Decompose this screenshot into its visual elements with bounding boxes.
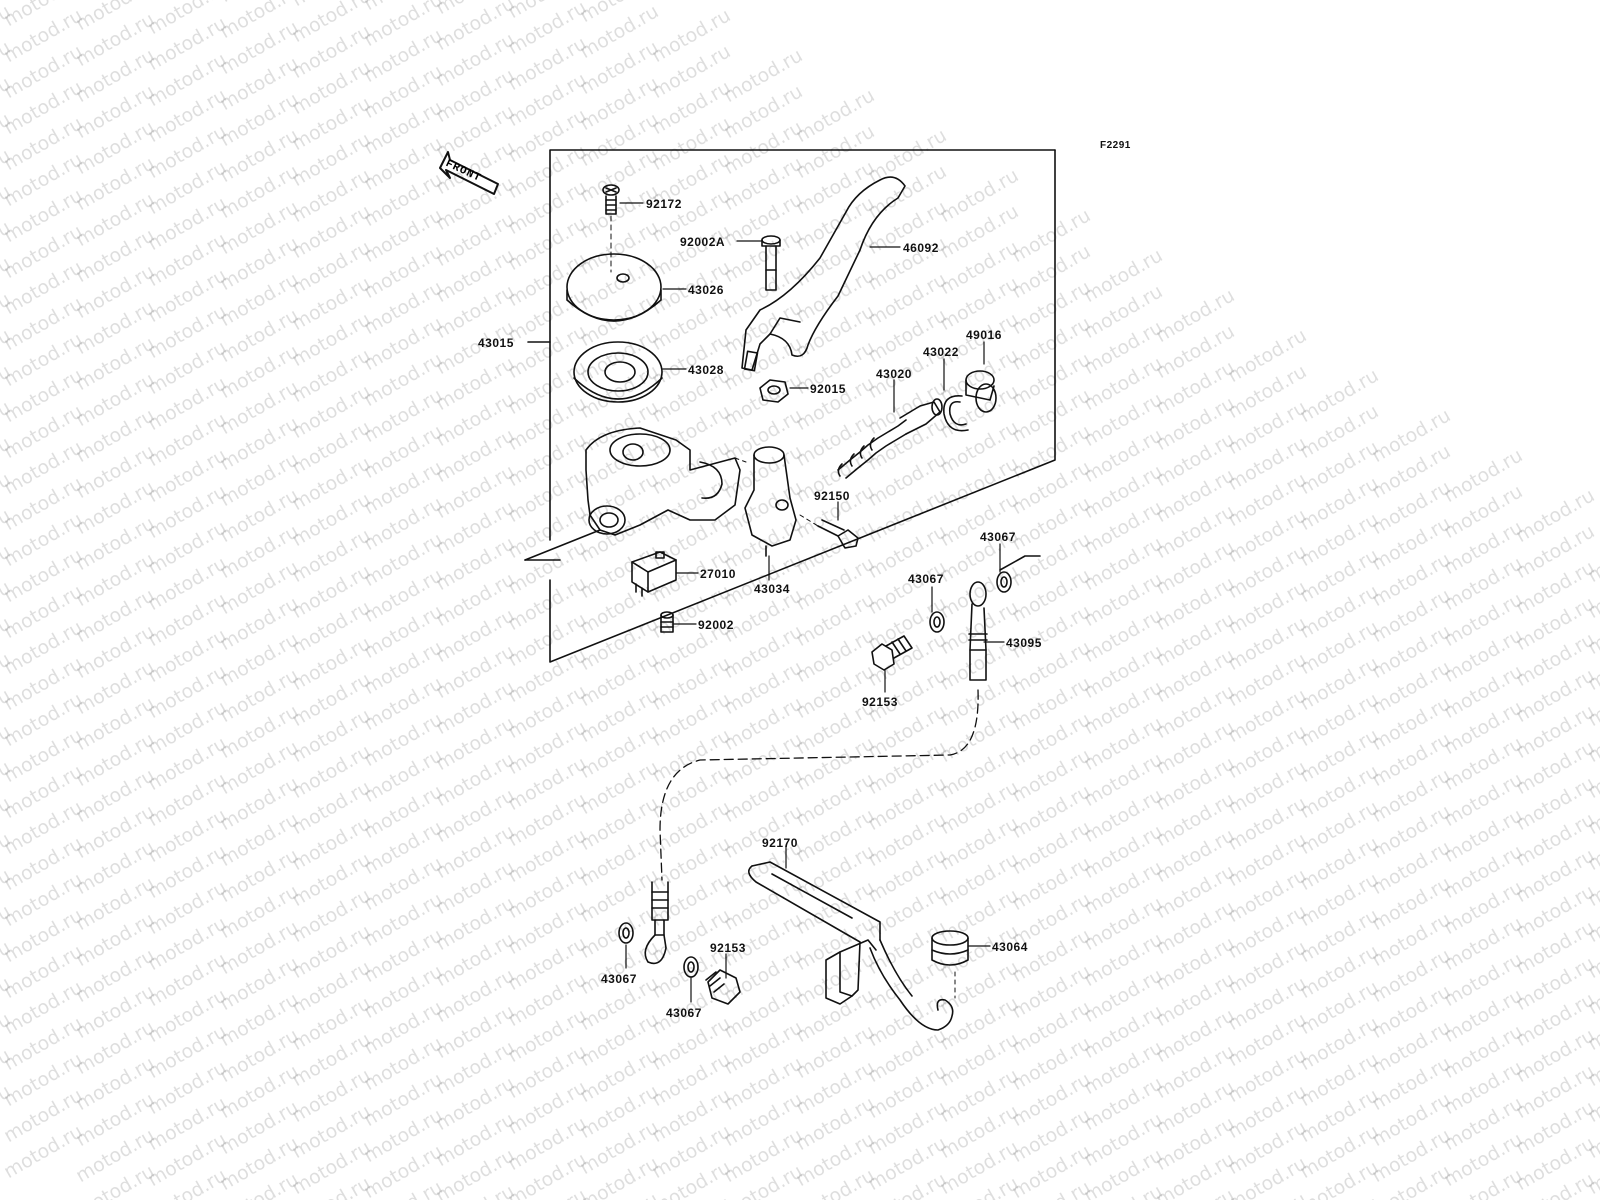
part-number-92172[interactable]: 92172 <box>646 197 682 211</box>
grommet-43064 <box>931 930 969 999</box>
part-number-27010[interactable]: 27010 <box>700 567 736 581</box>
nut-92015 <box>759 379 789 403</box>
master-cylinder-body <box>585 427 747 536</box>
washer-43067-bottom-left <box>618 922 634 944</box>
banjo-bottom <box>644 881 669 965</box>
banjo-bolt-92153-top <box>871 635 913 671</box>
bolt-92150 <box>799 514 859 549</box>
part-number-43015[interactable]: 43015 <box>478 336 514 350</box>
dust-boot-49016 <box>965 370 997 413</box>
assembly-frame <box>524 149 1056 663</box>
front-arrow-icon <box>439 151 499 195</box>
part-number-43067-bottom-mid[interactable]: 43067 <box>666 1006 702 1020</box>
part-number-92150[interactable]: 92150 <box>814 489 850 503</box>
part-number-92002A[interactable]: 92002A <box>680 235 726 249</box>
circlip-43022 <box>943 395 969 432</box>
part-number-43064[interactable]: 43064 <box>992 940 1028 954</box>
part-number-43067-mid[interactable]: 43067 <box>908 572 944 586</box>
washer-43067-top <box>996 555 1041 593</box>
part-number-43034[interactable]: 43034 <box>754 582 790 596</box>
diaphragm-43028 <box>573 341 663 403</box>
part-number-43067-bottom-left[interactable]: 43067 <box>601 972 637 986</box>
banjo-bolt-92153-bottom <box>705 969 741 1005</box>
hose-bracket-92170 <box>748 861 954 1031</box>
washer-43067-mid <box>929 611 945 633</box>
clamp-43034 <box>744 446 797 557</box>
screw-92172 <box>602 184 620 273</box>
washer-43067-bottom-mid <box>683 956 699 978</box>
part-number-43095[interactable]: 43095 <box>1006 636 1042 650</box>
leader-lines <box>619 202 1005 1003</box>
brake-switch-27010 <box>631 551 677 597</box>
pivot-bolt-92002A <box>761 235 781 291</box>
part-number-43028[interactable]: 43028 <box>688 363 724 377</box>
reservoir-cap-43026 <box>566 253 662 322</box>
part-number-92015[interactable]: 92015 <box>810 382 846 396</box>
part-number-43067-top[interactable]: 43067 <box>980 530 1016 544</box>
banjo-43095-top <box>659 581 988 881</box>
part-number-49016[interactable]: 49016 <box>966 328 1002 342</box>
part-number-92153-top[interactable]: 92153 <box>862 695 898 709</box>
part-number-43022[interactable]: 43022 <box>923 345 959 359</box>
piston-assembly-43020 <box>837 398 943 479</box>
part-number-46092[interactable]: 46092 <box>903 241 939 255</box>
part-number-43020[interactable]: 43020 <box>876 367 912 381</box>
part-number-43026[interactable]: 43026 <box>688 283 724 297</box>
brake-lever-46092 <box>741 176 906 372</box>
part-number-92153-bottom[interactable]: 92153 <box>710 941 746 955</box>
part-number-92002[interactable]: 92002 <box>698 618 734 632</box>
part-number-92170[interactable]: 92170 <box>762 836 798 850</box>
figure-id: F2291 <box>1100 140 1131 151</box>
